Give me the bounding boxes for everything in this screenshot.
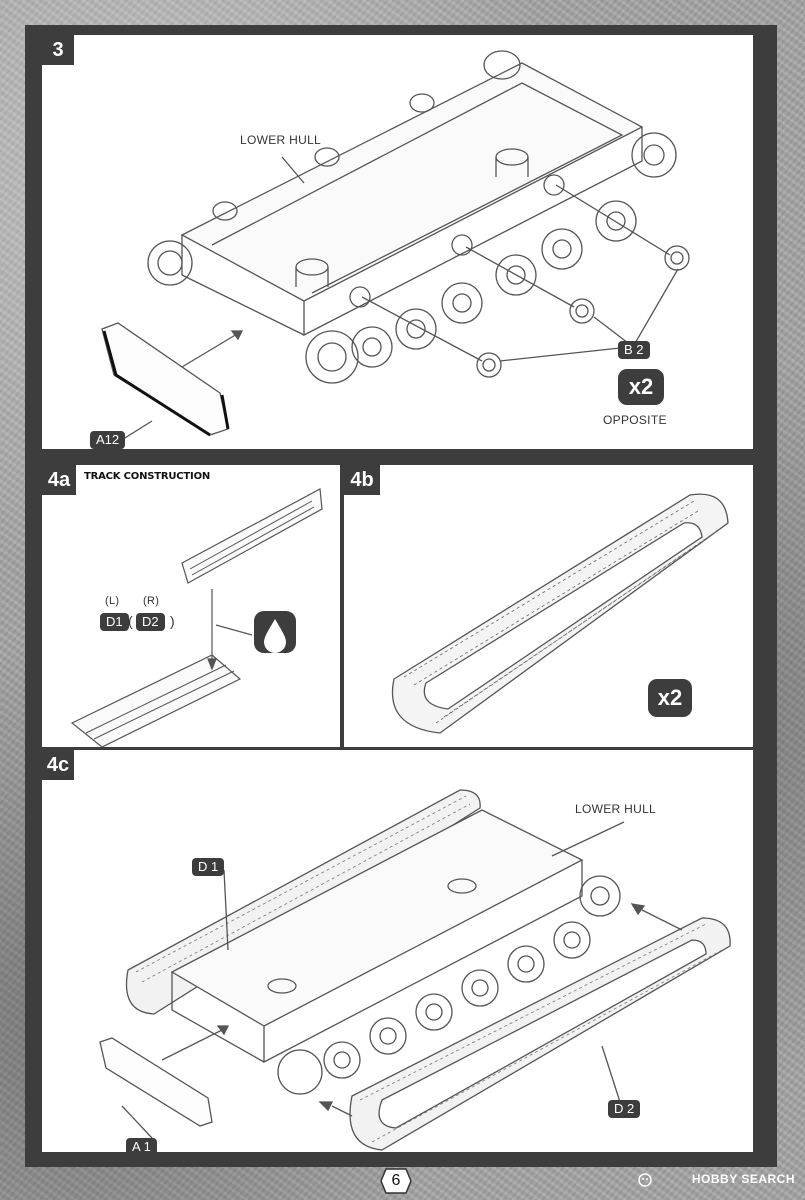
step4a-part-d2: D2 [136,613,165,631]
page-number-badge: 6 [380,1168,412,1194]
step3-badge: 3 [42,35,74,65]
step3-panel: 3 [42,35,753,449]
step4c-badge: 4c [42,750,74,780]
step4b-track-loop-drawing [391,493,729,734]
step3-qty-badge: x2 [618,369,664,405]
step4a-right-label: (R) [143,595,160,607]
step4c-lower-hull-label: LOWER HULL [575,802,657,816]
step4c-part-d1: D 1 [192,858,225,876]
step4a-track-drawing [70,488,323,748]
step4c-part-a1: A 1 [126,1138,157,1156]
step3-opposite-label: OPPOSITE [603,413,667,427]
step4b-badge: 4b [344,465,380,495]
hobby-search-logo-icon [638,1173,652,1187]
step3-lower-hull-label: LOWER HULL [240,133,322,147]
step4c-panel: 4c [42,750,753,1156]
glue-drop-icon [254,611,296,653]
step4a-paren-close: ) [170,613,175,629]
step4a-panel: 4a TRACK CONSTRUCTION (L) (R [42,465,340,748]
step4c-part-d2: D 2 [608,1100,641,1118]
step4a-paren-open: ( [128,613,133,629]
step3-hull-drawing [101,50,690,442]
hull-side [303,127,643,337]
step4a-badge: 4a [42,465,76,495]
step4a-part-d1: D1 [100,613,129,631]
step4c-assembly-drawing [99,789,731,1151]
front-sprocket [147,240,193,286]
instruction-frame: 3 [25,25,777,1167]
page-number: 6 [391,1172,401,1189]
watermark-text: HOBBY SEARCH [691,1172,795,1186]
step3-part-b2: B 2 [618,341,650,359]
step4a-title: TRACK CONSTRUCTION [84,471,211,482]
step4a-left-label: (L) [105,595,120,607]
step4b-qty-badge: x2 [648,679,692,717]
step4b-panel: 4b x2 [344,465,753,747]
step3-part-a12: A12 [90,431,126,449]
hull-inner [211,82,624,294]
